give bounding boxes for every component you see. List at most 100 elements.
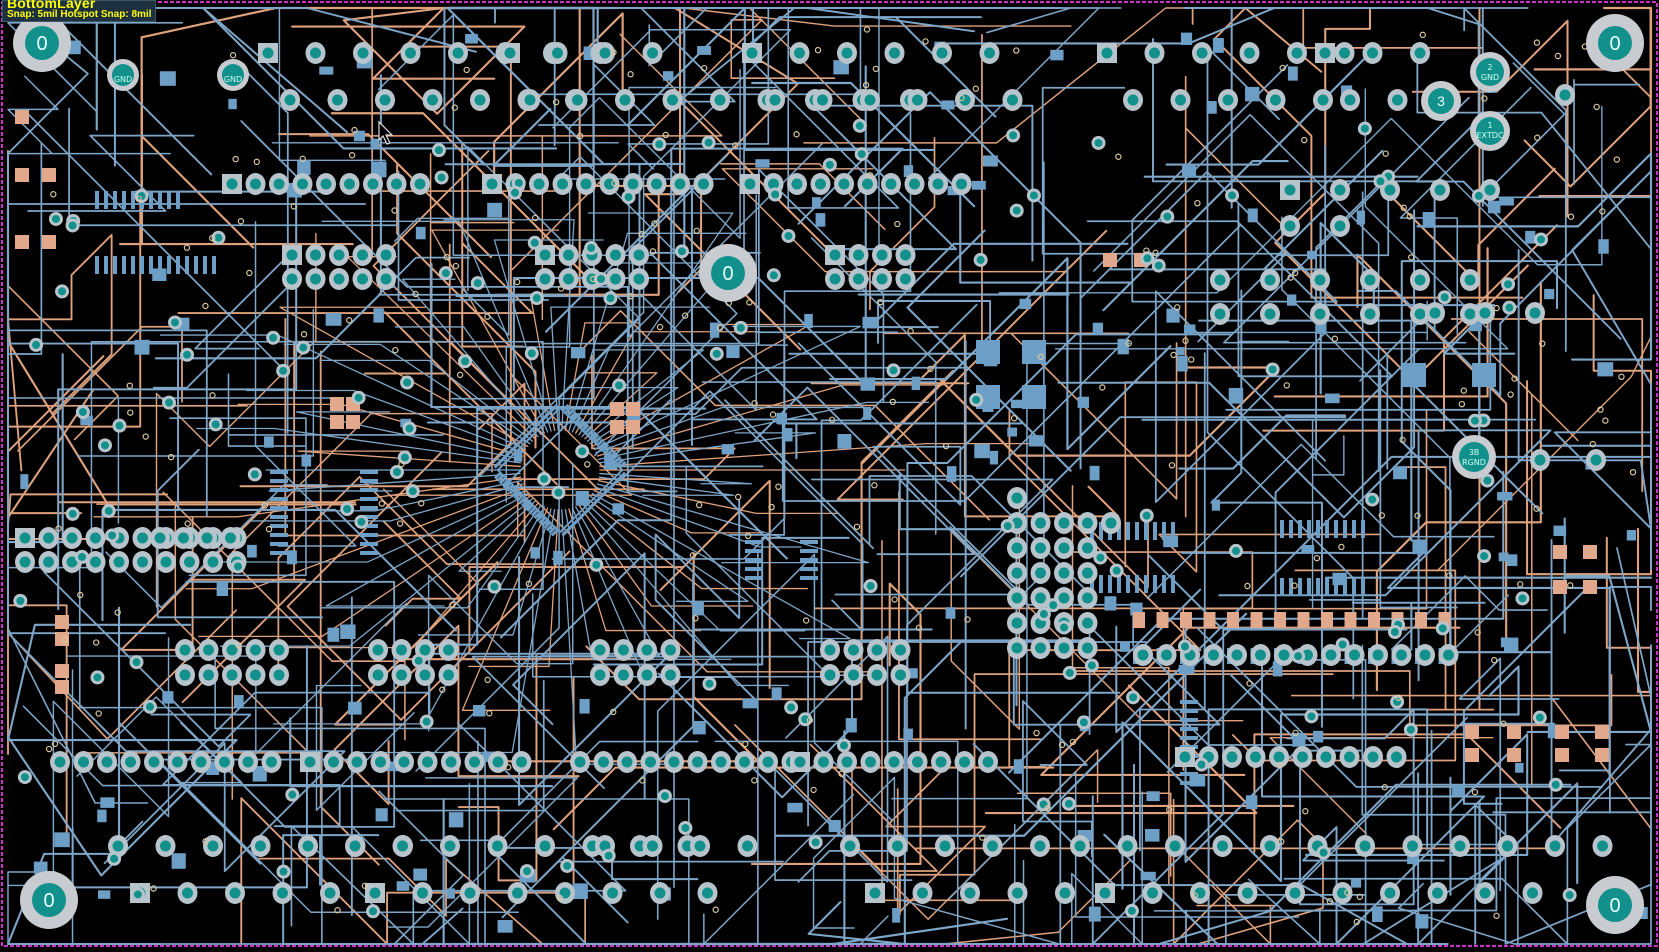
through-hole-pad[interactable] — [687, 751, 708, 773]
through-hole-pad[interactable] — [368, 639, 388, 661]
through-hole-pad[interactable] — [327, 89, 348, 111]
through-hole-pad[interactable] — [38, 551, 59, 573]
through-hole-pad[interactable] — [155, 835, 176, 857]
through-hole-pad[interactable] — [955, 89, 975, 111]
through-hole-pad[interactable] — [1260, 835, 1280, 857]
through-hole-pad[interactable] — [300, 752, 320, 772]
through-hole-pad[interactable] — [599, 173, 620, 195]
through-hole-pad[interactable] — [558, 244, 579, 266]
through-hole-pad[interactable] — [1344, 644, 1365, 666]
through-hole-pad[interactable] — [1460, 303, 1480, 325]
through-hole-pad[interactable] — [1007, 587, 1027, 609]
through-hole-pad[interactable] — [1203, 644, 1224, 666]
through-hole-pad[interactable] — [225, 882, 245, 904]
through-hole-pad[interactable] — [500, 43, 520, 63]
through-hole-pad[interactable] — [1280, 215, 1300, 237]
through-hole-pad[interactable] — [758, 751, 778, 773]
through-hole-pad[interactable] — [175, 639, 195, 661]
through-hole-pad[interactable] — [316, 173, 336, 195]
through-hole-pad[interactable] — [960, 882, 980, 904]
through-hole-pad[interactable] — [843, 664, 864, 686]
through-hole-pad[interactable] — [1497, 835, 1518, 857]
through-hole-pad[interactable] — [843, 639, 864, 661]
through-hole-pad[interactable] — [1402, 835, 1423, 857]
through-hole-pad[interactable] — [613, 639, 634, 661]
through-hole-pad[interactable] — [734, 751, 755, 773]
through-hole-pad[interactable] — [820, 664, 840, 686]
through-hole-pad[interactable] — [737, 835, 758, 857]
through-hole-pad[interactable] — [269, 173, 289, 195]
through-hole-pad[interactable] — [1334, 42, 1355, 64]
through-hole-pad[interactable] — [1250, 644, 1271, 666]
through-hole-pad[interactable] — [245, 664, 266, 686]
through-hole-pad[interactable] — [555, 882, 575, 904]
through-hole-pad[interactable] — [448, 42, 468, 64]
through-hole-pad[interactable] — [1170, 89, 1191, 111]
through-hole-pad[interactable] — [198, 639, 219, 661]
pad-gnd-2[interactable]: 2 GND — [1470, 52, 1510, 92]
through-hole-pad[interactable] — [191, 751, 211, 773]
through-hole-pad[interactable] — [1522, 882, 1543, 904]
through-hole-pad[interactable] — [1030, 562, 1051, 584]
through-hole-pad[interactable] — [935, 835, 955, 857]
through-hole-pad[interactable] — [1218, 89, 1238, 111]
through-hole-pad[interactable] — [417, 751, 438, 773]
through-hole-pad[interactable] — [1410, 269, 1430, 291]
through-hole-pad[interactable] — [1077, 587, 1098, 609]
through-hole-pad[interactable] — [120, 751, 141, 773]
through-hole-pad[interactable] — [329, 244, 349, 266]
through-hole-pad[interactable] — [1530, 449, 1550, 471]
through-hole-pad[interactable] — [197, 527, 217, 549]
through-hole-pad[interactable] — [1360, 269, 1380, 291]
through-hole-pad[interactable] — [269, 664, 289, 686]
through-hole-pad[interactable] — [1239, 42, 1260, 64]
pad-rgnd-3b[interactable]: 3B RGND — [1452, 435, 1496, 479]
through-hole-pad[interactable] — [907, 89, 928, 111]
through-hole-pad[interactable] — [109, 551, 129, 573]
through-hole-pad[interactable] — [895, 268, 916, 290]
through-hole-pad[interactable] — [1475, 302, 1495, 324]
through-hole-pad[interactable] — [1316, 746, 1336, 768]
through-hole-pad[interactable] — [1274, 644, 1294, 666]
through-hole-pad[interactable] — [662, 89, 683, 111]
through-hole-pad[interactable] — [329, 268, 349, 290]
through-hole-pad[interactable] — [872, 268, 892, 290]
through-hole-pad[interactable] — [711, 751, 731, 773]
through-hole-pad[interactable] — [1330, 179, 1350, 201]
through-hole-pad[interactable] — [664, 751, 684, 773]
through-hole-pad[interactable] — [1144, 42, 1165, 64]
through-hole-pad[interactable] — [570, 751, 590, 773]
through-hole-pad[interactable] — [857, 173, 878, 195]
through-hole-pad[interactable] — [613, 664, 634, 686]
through-hole-pad[interactable] — [412, 882, 433, 904]
through-hole-pad[interactable] — [305, 268, 326, 290]
through-hole-pad[interactable] — [1330, 215, 1350, 237]
through-hole-pad[interactable] — [487, 835, 508, 857]
through-hole-pad[interactable] — [1030, 835, 1050, 857]
through-hole-pad[interactable] — [1380, 882, 1400, 904]
through-hole-pad[interactable] — [593, 751, 614, 773]
through-hole-pad[interactable] — [1586, 449, 1606, 471]
through-hole-pad[interactable] — [1054, 637, 1074, 659]
through-hole-pad[interactable] — [1165, 835, 1185, 857]
through-hole-pad[interactable] — [339, 173, 360, 195]
through-hole-pad[interactable] — [1340, 89, 1360, 111]
through-hole-pad[interactable] — [1450, 835, 1470, 857]
through-hole-pad[interactable] — [203, 551, 223, 573]
through-hole-pad[interactable] — [1055, 882, 1075, 904]
through-hole-pad[interactable] — [1260, 303, 1280, 325]
through-hole-pad[interactable] — [62, 527, 82, 549]
through-hole-pad[interactable] — [1555, 84, 1575, 106]
through-hole-pad[interactable] — [982, 835, 1003, 857]
through-hole-pad[interactable] — [97, 751, 117, 773]
through-hole-pad[interactable] — [245, 173, 266, 195]
through-hole-pad[interactable] — [1227, 644, 1247, 666]
through-hole-pad[interactable] — [1101, 512, 1121, 534]
through-hole-pad[interactable] — [132, 551, 153, 573]
through-hole-pad[interactable] — [1368, 644, 1388, 666]
through-hole-pad[interactable] — [1269, 746, 1289, 768]
through-hole-pad[interactable] — [813, 751, 834, 773]
through-hole-pad[interactable] — [912, 882, 933, 904]
through-hole-pad[interactable] — [415, 664, 435, 686]
